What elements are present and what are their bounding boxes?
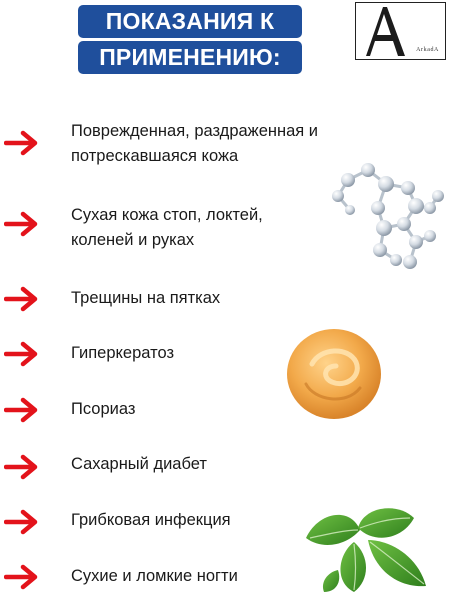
list-item-text: Грибковая инфекция bbox=[71, 511, 231, 529]
molecule-illustration bbox=[332, 163, 444, 269]
red-arrow-icon bbox=[4, 341, 38, 367]
list-item-text: Сухая кожа стоп, локтей, коленей и руках bbox=[71, 206, 263, 249]
red-arrow-icon bbox=[4, 397, 38, 423]
red-arrow-icon bbox=[4, 509, 38, 535]
cream-swirl-illustration bbox=[287, 329, 381, 419]
list-item-text: Псориаз bbox=[71, 400, 136, 418]
logo-text: ArkadA bbox=[416, 47, 439, 53]
red-arrow-icon bbox=[4, 286, 38, 312]
red-arrow-icon bbox=[4, 454, 38, 480]
red-arrow-icon bbox=[4, 130, 38, 156]
brand-logo: ArkadA bbox=[355, 2, 446, 60]
logo-a-mark-icon bbox=[366, 7, 405, 56]
list-item-text: Сахарный диабет bbox=[71, 455, 207, 473]
basil-leaves-illustration bbox=[306, 508, 426, 592]
list-item-text: Сухие и ломкие ногти bbox=[71, 567, 238, 585]
list-item-text: Поврежденная, раздраженная и потрескавша… bbox=[71, 122, 319, 165]
list-item-text: Гиперкератоз bbox=[71, 344, 175, 362]
red-arrow-icon bbox=[4, 211, 38, 237]
red-arrow-icon bbox=[4, 564, 38, 590]
title-line-2: ПРИМЕНЕНИЮ: bbox=[78, 41, 302, 74]
list-item-text: Трещины на пятках bbox=[71, 289, 221, 307]
title-line-1: ПОКАЗАНИЯ К bbox=[78, 5, 302, 38]
